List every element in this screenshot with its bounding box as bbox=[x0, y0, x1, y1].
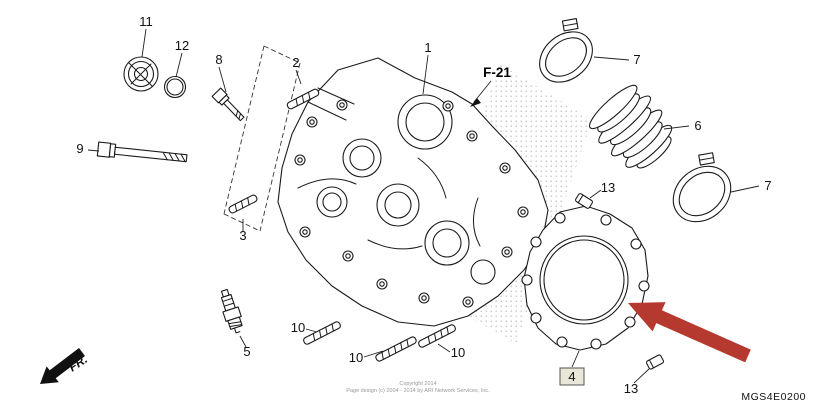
spark-plug-drawing bbox=[220, 288, 243, 334]
callout-13-lower[interactable]: 13 bbox=[624, 381, 638, 396]
head-gasket-drawing bbox=[521, 205, 650, 351]
dowel-pin-upper-drawing bbox=[575, 193, 593, 209]
stud-drawing-10b bbox=[375, 336, 417, 362]
intake-boot-drawing bbox=[589, 84, 673, 169]
callout-5[interactable]: 5 bbox=[243, 344, 250, 359]
callout-4-box[interactable]: 4 bbox=[559, 367, 585, 386]
footer-line1: Copyright 2014 bbox=[399, 381, 436, 387]
callout-1[interactable]: 1 bbox=[424, 40, 431, 55]
callout-4[interactable]: 4 bbox=[568, 369, 575, 384]
stud-drawing-10a bbox=[303, 321, 341, 345]
callout-10-a[interactable]: 10 bbox=[291, 320, 305, 335]
cylinder-head-drawing bbox=[277, 57, 549, 327]
projection-lines bbox=[223, 45, 301, 232]
long-bolt-drawing bbox=[96, 141, 188, 163]
callout-2[interactable]: 2 bbox=[292, 55, 299, 70]
callout-9[interactable]: 9 bbox=[76, 141, 83, 156]
dowel-pin-lower-drawing bbox=[645, 354, 665, 370]
footer-line2: Page design (c) 2004 - 2014 by ARI Netwo… bbox=[346, 388, 490, 394]
leader-lines bbox=[87, 28, 760, 384]
callout-7-lower[interactable]: 7 bbox=[764, 178, 771, 193]
figure-ref-pointer bbox=[470, 80, 492, 107]
hose-clamp-upper-drawing bbox=[539, 18, 593, 83]
diagram-code: MGS4E0200 bbox=[741, 391, 806, 403]
stud-drawing-2 bbox=[286, 88, 320, 110]
callout-7-upper[interactable]: 7 bbox=[633, 52, 640, 67]
callout-11[interactable]: 11 bbox=[139, 14, 153, 29]
stud-drawing-10c bbox=[418, 324, 456, 348]
fr-direction-arrow bbox=[40, 348, 85, 384]
stud-drawing-3 bbox=[228, 194, 258, 214]
callout-8[interactable]: 8 bbox=[215, 52, 222, 67]
highlight-arrow bbox=[628, 302, 751, 363]
callout-10-b[interactable]: 10 bbox=[349, 350, 363, 365]
callout-3[interactable]: 3 bbox=[239, 228, 246, 243]
hose-clamp-lower-drawing bbox=[672, 152, 732, 223]
callout-12[interactable]: 12 bbox=[175, 38, 189, 53]
figure-ref-label[interactable]: F-21 bbox=[483, 65, 511, 80]
o-ring-drawing bbox=[163, 75, 187, 99]
callout-6[interactable]: 6 bbox=[694, 118, 701, 133]
cap-drawing bbox=[123, 56, 159, 92]
callout-13-upper[interactable]: 13 bbox=[601, 180, 615, 195]
callout-10-c[interactable]: 10 bbox=[451, 345, 465, 360]
flange-bolt-drawing bbox=[211, 87, 245, 122]
